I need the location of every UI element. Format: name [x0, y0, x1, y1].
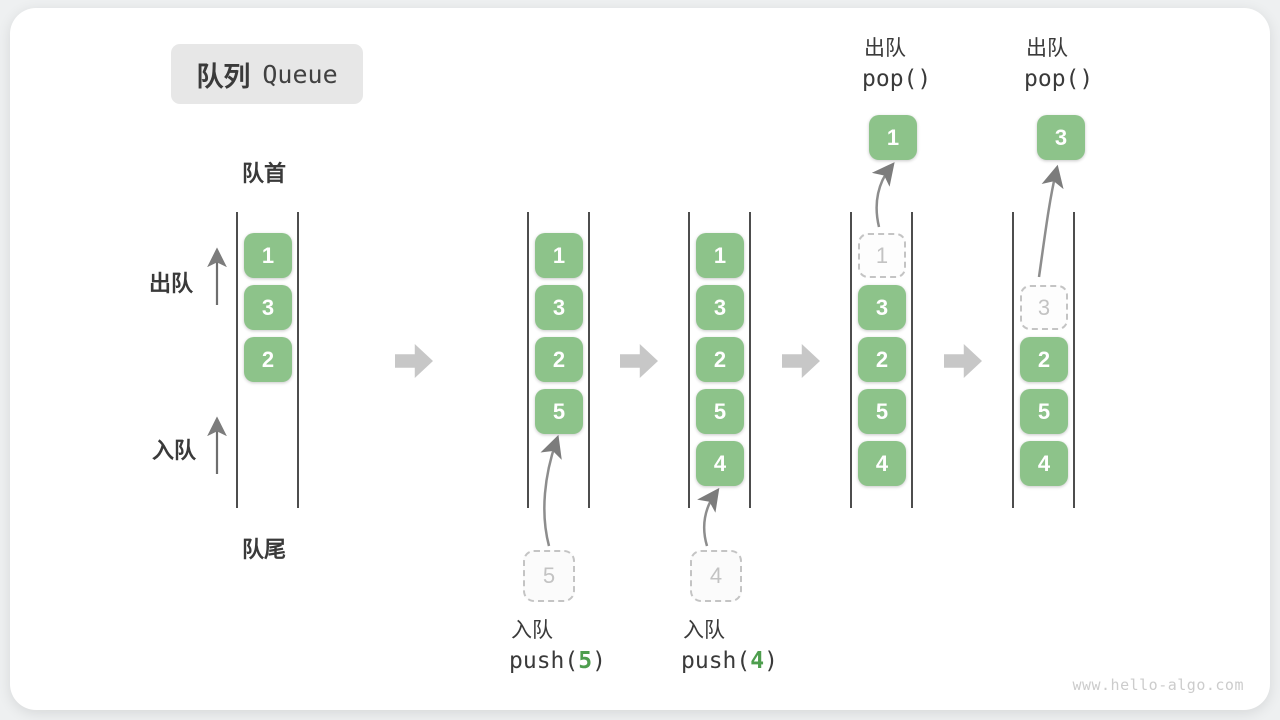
popped-item: 3 — [1037, 115, 1085, 160]
title-chinese: 队列 — [196, 61, 251, 92]
watermark: www.hello-algo.com — [1072, 676, 1244, 694]
queue-item: 5 — [535, 389, 583, 434]
queue-item: 3 — [858, 285, 906, 330]
label-queue-rear: 队尾 — [242, 537, 287, 562]
queue-item: 3 — [244, 285, 292, 330]
op-dequeue-label: 出队 — [864, 37, 906, 60]
queue-wall-left — [527, 212, 529, 508]
op-dequeue-code: pop() — [1024, 66, 1094, 92]
code-prefix: push( — [509, 648, 579, 674]
queue-item: 1 — [244, 233, 292, 278]
queue-item: 5 — [696, 389, 744, 434]
pop1-arrow-icon — [871, 162, 895, 228]
transition-arrow-icon — [395, 344, 433, 378]
push5-arrow-icon — [540, 434, 562, 547]
queue-item: 3 — [696, 285, 744, 330]
staged-item: 5 — [523, 550, 575, 602]
label-enqueue-side: 入队 — [152, 438, 197, 463]
queue-wall-right — [588, 212, 590, 508]
code-suffix: ) — [764, 648, 778, 674]
popped-item: 1 — [869, 115, 917, 160]
label-queue-front: 队首 — [242, 161, 287, 186]
staged-item: 4 — [690, 550, 742, 602]
queue-wall-right — [749, 212, 751, 508]
queue-item: 3 — [535, 285, 583, 330]
queue-item: 4 — [858, 441, 906, 486]
title-english: Queue — [262, 59, 338, 89]
code-prefix: push( — [681, 648, 751, 674]
queue-item: 4 — [696, 441, 744, 486]
queue-wall-right — [911, 212, 913, 508]
queue-item: 5 — [1020, 389, 1068, 434]
queue-item: 5 — [858, 389, 906, 434]
queue-item: 2 — [858, 337, 906, 382]
queue-wall-right — [1073, 212, 1075, 508]
code-suffix: ) — [592, 648, 606, 674]
push4-arrow-icon — [697, 487, 720, 547]
queue-item-ghost: 1 — [858, 233, 906, 278]
queue-item-ghost: 3 — [1020, 285, 1068, 330]
op-enqueue-code: push(4) — [681, 648, 778, 674]
label-dequeue-side: 出队 — [149, 271, 194, 296]
queue-item: 2 — [244, 337, 292, 382]
queue-item: 2 — [1020, 337, 1068, 382]
op-enqueue-label: 入队 — [683, 619, 725, 642]
code-argument: 5 — [578, 648, 593, 674]
transition-arrow-icon — [620, 344, 658, 378]
title-box: 队列 Queue — [171, 44, 363, 104]
queue-item: 1 — [696, 233, 744, 278]
queue-wall-right — [297, 212, 299, 508]
code-argument: 4 — [750, 648, 765, 674]
op-dequeue-label: 出队 — [1026, 37, 1068, 60]
pop3-arrow-icon — [1037, 164, 1064, 278]
queue-wall-left — [688, 212, 690, 508]
queue-item: 4 — [1020, 441, 1068, 486]
queue-wall-left — [850, 212, 852, 508]
queue-item: 2 — [535, 337, 583, 382]
op-enqueue-code: push(5) — [509, 648, 606, 674]
queue-item: 1 — [535, 233, 583, 278]
op-enqueue-label: 入队 — [511, 619, 553, 642]
transition-arrow-icon — [944, 344, 982, 378]
op-dequeue-code: pop() — [862, 66, 932, 92]
queue-item: 2 — [696, 337, 744, 382]
queue-wall-left — [1012, 212, 1014, 508]
transition-arrow-icon — [782, 344, 820, 378]
queue-wall-left — [236, 212, 238, 508]
